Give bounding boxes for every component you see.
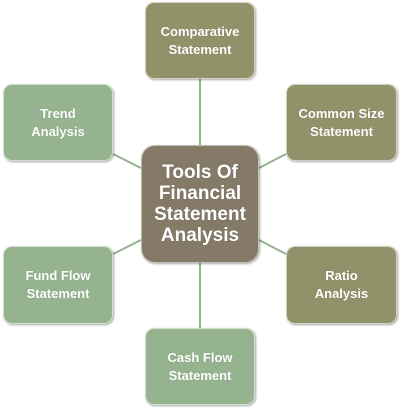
connector-ratio	[258, 239, 287, 255]
node-label: Common Size Statement	[298, 105, 385, 139]
node-label: Ratio Analysis	[314, 268, 369, 301]
node-label: Trend Analysis	[31, 105, 85, 139]
node-ratio-analysis: Ratio Analysis	[286, 246, 397, 324]
node-fund-flow-statement: Fund Flow Statement	[3, 246, 113, 324]
node-label: Comparative Statement	[160, 23, 240, 57]
center-node: Tools Of Financial Statement Analysis	[141, 145, 259, 263]
connector-fund-flow	[112, 239, 142, 255]
node-comparative-statement: Comparative Statement	[145, 2, 255, 79]
node-cash-flow-statement: Cash Flow Statement	[145, 328, 255, 405]
center-title: Tools Of Financial Statement Analysis	[154, 162, 246, 246]
node-common-size-statement: Common Size Statement	[286, 84, 397, 161]
node-label: Cash Flow Statement	[167, 349, 233, 383]
node-label: Fund Flow Statement	[25, 268, 91, 301]
node-trend-analysis: Trend Analysis	[3, 84, 113, 161]
connector-trend	[112, 153, 142, 169]
connector-common-size	[258, 153, 287, 169]
